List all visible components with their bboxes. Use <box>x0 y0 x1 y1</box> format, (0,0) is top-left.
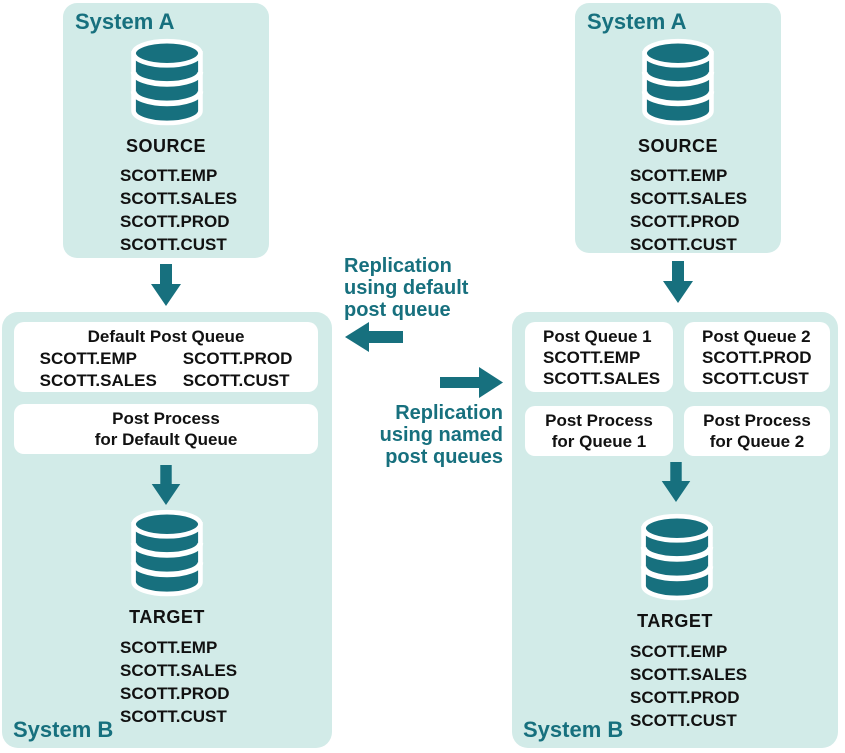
table-name: SCOTT.EMP <box>120 638 218 657</box>
table-name: SCOTT.SALES <box>120 189 238 208</box>
right-arrow-icon <box>440 367 503 398</box>
left-source-label: SOURCE <box>125 136 206 156</box>
table-name: SCOTT.PROD <box>182 349 293 368</box>
table-name: SCOTT.CUST <box>182 371 290 390</box>
process-line: for Default Queue <box>94 430 238 449</box>
table-name: SCOTT.EMP <box>543 348 641 367</box>
table-name: SCOTT.SALES <box>39 371 157 390</box>
replication-default-label: Replication using default post queue <box>344 255 469 321</box>
left-source-table-list: SCOTT.EMP SCOTT.SALES SCOTT.PROD SCOTT.C… <box>120 164 237 256</box>
post-queue-1-box: Post Queue 1 SCOTT.EMP SCOTT.SALES <box>525 322 673 392</box>
database-icon <box>639 38 717 128</box>
process-line: for Queue 2 <box>709 432 805 451</box>
down-arrow-icon <box>151 264 181 306</box>
down-arrow-icon <box>151 465 181 505</box>
table-name: SCOTT.PROD <box>702 348 812 367</box>
left-target-table-list: SCOTT.EMP SCOTT.SALES SCOTT.PROD SCOTT.C… <box>120 636 237 728</box>
right-target-table-list: SCOTT.EMP SCOTT.SALES SCOTT.PROD SCOTT.C… <box>630 640 747 732</box>
left-target-label: TARGET <box>129 607 205 627</box>
right-system-b-title: System B <box>523 717 624 742</box>
process-line: for Queue 1 <box>551 432 647 451</box>
table-name: SCOTT.SALES <box>630 189 748 208</box>
table-name: SCOTT.CUST <box>702 369 809 388</box>
down-arrow-icon <box>663 261 693 303</box>
left-system-b-title: System B <box>13 717 114 742</box>
table-name: SCOTT.PROD <box>630 212 740 231</box>
post-queue-2-box: Post Queue 2 SCOTT.PROD SCOTT.CUST <box>684 322 830 392</box>
right-source-label: SOURCE <box>637 136 718 156</box>
post-process-2-box: Post Process for Queue 2 <box>684 406 830 456</box>
table-name: SCOTT.EMP <box>630 166 728 185</box>
table-name: SCOTT.CUST <box>630 711 737 730</box>
process-line: Post Process <box>545 411 653 430</box>
table-name: SCOTT.PROD <box>630 688 740 707</box>
process-line: Post Process <box>703 411 811 430</box>
table-name: SCOTT.PROD <box>120 684 230 703</box>
table-name: SCOTT.EMP <box>120 166 218 185</box>
table-name: SCOTT.EMP <box>630 642 728 661</box>
post-queue-1-title: Post Queue 1 <box>543 327 652 346</box>
left-arrow-icon <box>345 322 403 352</box>
table-name: SCOTT.SALES <box>120 661 238 680</box>
default-post-queue-title: Default Post Queue <box>87 327 245 346</box>
process-line: Post Process <box>112 409 220 428</box>
right-source-table-list: SCOTT.EMP SCOTT.SALES SCOTT.PROD SCOTT.C… <box>630 164 747 256</box>
post-process-1-box: Post Process for Queue 1 <box>525 406 673 456</box>
left-system-a-title: System A <box>75 9 175 34</box>
right-system-a-title: System A <box>587 9 687 34</box>
table-name: SCOTT.CUST <box>120 707 227 726</box>
table-name: SCOTT.SALES <box>630 665 748 684</box>
default-post-queue-tables: SCOTT.EMP SCOTT.SALES SCOTT.PROD SCOTT.C… <box>14 348 318 392</box>
table-name: SCOTT.CUST <box>630 235 737 254</box>
post-queue-2-title: Post Queue 2 <box>702 327 811 346</box>
database-icon <box>638 513 716 603</box>
default-post-process-box: Post Process for Default Queue <box>14 404 318 454</box>
database-icon <box>128 509 206 599</box>
default-post-queue-box: Default Post Queue SCOTT.EMP SCOTT.SALES… <box>14 322 318 392</box>
table-name: SCOTT.PROD <box>120 212 230 231</box>
right-target-label: TARGET <box>637 611 713 631</box>
replication-named-label: Replication using named post queues <box>379 402 503 468</box>
table-name: SCOTT.SALES <box>543 369 661 388</box>
table-name: SCOTT.EMP <box>39 349 137 368</box>
table-name: SCOTT.CUST <box>120 235 227 254</box>
down-arrow-icon <box>661 462 691 502</box>
database-icon <box>128 38 206 128</box>
